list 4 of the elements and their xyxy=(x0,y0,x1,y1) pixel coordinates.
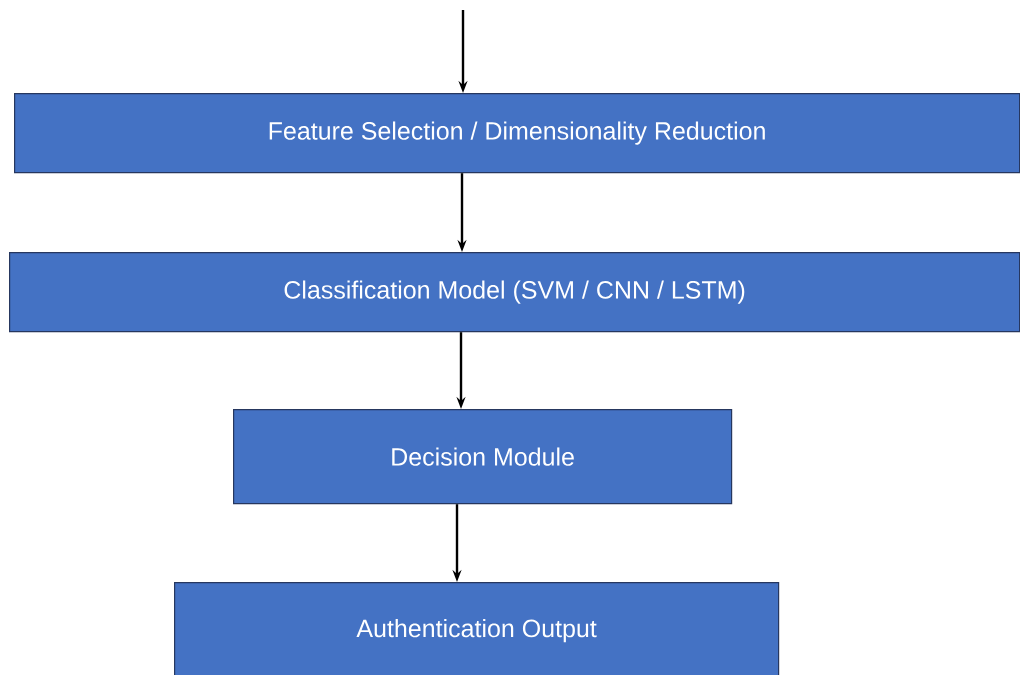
process-box: Feature Selection / Dimensionality Reduction xyxy=(14,93,1020,174)
process-box: Authentication Output xyxy=(174,582,780,675)
process-box: Classification Model (SVM / CNN / LSTM) xyxy=(9,252,1020,333)
process-box: Decision Module xyxy=(233,409,733,505)
